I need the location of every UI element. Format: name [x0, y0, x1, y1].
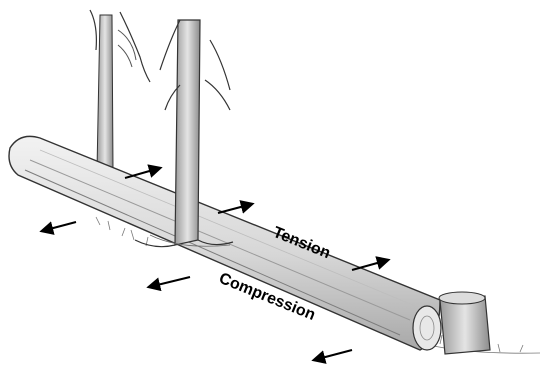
log-end-grain	[413, 306, 441, 350]
force-arrow-icon	[42, 222, 76, 231]
force-arrow-icon	[125, 168, 160, 178]
force-arrow-icon	[352, 260, 388, 270]
force-arrow-icon	[314, 350, 352, 360]
force-arrow-icon	[149, 277, 190, 287]
fallen-log	[9, 136, 441, 350]
back-tree	[90, 10, 150, 170]
force-arrow-icon	[218, 204, 252, 213]
stump	[439, 292, 490, 354]
